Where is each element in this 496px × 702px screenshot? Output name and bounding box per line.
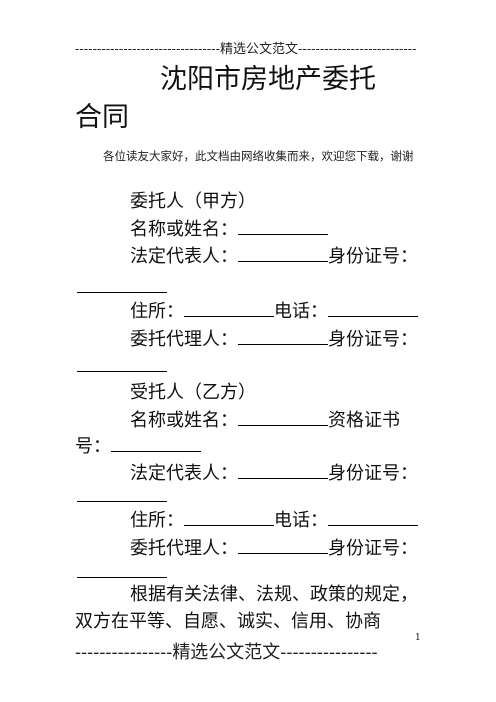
body-line-2: 双方在平等、自愿、诚实、信用、协商 <box>75 611 381 632</box>
agent-party-name-row: 名称或姓名： 资格证书 <box>130 406 400 436</box>
agent-party-rep-blank <box>238 462 328 479</box>
page-header: ---------------------------------精选公文范文-… <box>75 42 417 57</box>
agent-party-id-blank <box>77 500 167 502</box>
agent-party-address-row: 住所： 电话： <box>130 506 418 536</box>
agent-party-name-label: 名称或姓名： <box>130 410 238 431</box>
agent-party-agent-label: 委托代理人： <box>130 538 238 559</box>
agent-party-cert-label-cont: 号： <box>75 436 111 457</box>
principal-address-blank <box>184 300 274 317</box>
agent-party-phone-label: 电话： <box>274 510 328 531</box>
principal-name-blank <box>238 218 328 235</box>
principal-id-blank <box>77 291 167 293</box>
principal-address-row: 住所： 电话： <box>130 297 418 327</box>
download-note: 各位读友大家好，此文档由网络收集而来，欢迎您下载，谢谢 <box>103 149 414 163</box>
principal-name-row: 名称或姓名： <box>130 215 328 245</box>
principal-phone-blank <box>328 300 418 317</box>
agent-party-cert-blank <box>111 435 201 452</box>
agent-party-name-blank <box>238 409 328 426</box>
agent-party-cert-row: 号： <box>75 432 201 462</box>
page-footer: ----------------精选公文范文---------------- <box>75 642 378 663</box>
agent-party-address-blank <box>184 509 274 526</box>
principal-agent-blank <box>238 328 328 345</box>
principal-rep-label: 法定代表人： <box>130 246 238 267</box>
agent-party-agent-id-blank <box>77 576 167 578</box>
agent-party-id-label: 身份证号： <box>328 463 418 484</box>
principal-phone-label: 电话： <box>274 301 328 322</box>
principal-heading: 委托人（甲方） <box>130 191 256 212</box>
agent-party-rep-row: 法定代表人： 身份证号： <box>130 459 418 489</box>
principal-agent-label: 委托代理人： <box>130 329 238 350</box>
doc-title-line2: 合同 <box>75 102 129 133</box>
agent-party-agent-row: 委托代理人： 身份证号： <box>130 534 418 564</box>
body-line-1: 根据有关法律、法规、政策的规定， <box>130 584 418 605</box>
agent-party-rep-label: 法定代表人： <box>130 463 238 484</box>
principal-rep-blank <box>238 245 328 262</box>
agent-party-cert-label: 资格证书 <box>328 410 400 431</box>
principal-agent-id-blank <box>77 370 167 372</box>
principal-agent-row: 委托代理人： 身份证号： <box>130 325 418 355</box>
doc-title-line1: 沈阳市房地产委托 <box>160 64 376 95</box>
principal-rep-row: 法定代表人： 身份证号： <box>130 242 418 272</box>
agent-party-heading: 受托人（乙方） <box>130 382 256 403</box>
principal-name-label: 名称或姓名： <box>130 219 238 240</box>
principal-address-label: 住所： <box>130 301 184 322</box>
agent-party-phone-blank <box>328 509 418 526</box>
principal-id-label: 身份证号： <box>328 246 418 267</box>
page-number: 1 <box>415 633 421 643</box>
agent-party-address-label: 住所： <box>130 510 184 531</box>
agent-party-agent-blank <box>238 537 328 554</box>
agent-party-agent-id-label: 身份证号： <box>328 538 418 559</box>
principal-agent-id-label: 身份证号： <box>328 329 418 350</box>
